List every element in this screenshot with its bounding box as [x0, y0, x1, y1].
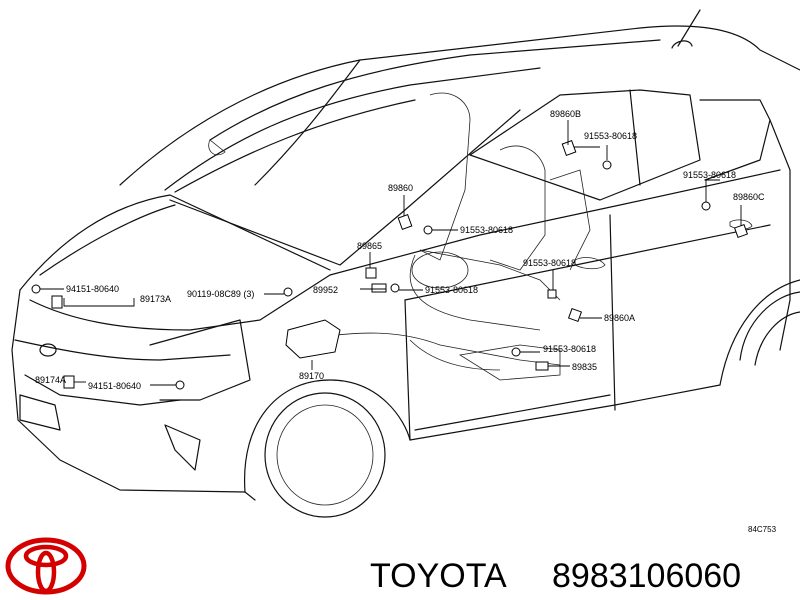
callout-91553-80618: 91553-80618 — [460, 225, 513, 235]
callout-89170: 89170 — [299, 371, 324, 381]
callout-91553-80618: 91553-80618 — [543, 344, 596, 354]
sensor-parts — [31, 140, 749, 390]
airbag-module-89170 — [285, 319, 341, 359]
callout-91553-80618: 91553-80618 — [584, 131, 637, 141]
sensor-89865 — [365, 267, 377, 279]
car-outline — [11, 9, 800, 518]
callout-90119-08C89: 90119-08C89 (3) — [187, 289, 254, 299]
nut-94151-b — [175, 380, 185, 390]
callout-labels: 89860B 91553-80618 91553-80618 89860C 89… — [35, 109, 777, 534]
callout-89860C: 89860C — [733, 192, 765, 202]
callout-94151-80640: 94151-80640 — [66, 284, 119, 294]
part-number: 8983106060 — [552, 557, 741, 595]
sensor-89835 — [535, 361, 549, 371]
sensor-89860B — [561, 140, 577, 156]
callout-89860B: 89860B — [550, 109, 581, 119]
callout-89173A: 89173A — [140, 294, 171, 304]
callout-89860A: 89860A — [604, 313, 635, 323]
nut-94151-a — [31, 284, 41, 294]
module-89952 — [371, 283, 387, 293]
leader-lines — [40, 120, 742, 386]
callout-91553-80618: 91553-80618 — [683, 170, 736, 180]
callout-94151-80640: 94151-80640 — [88, 381, 141, 391]
bolt-90119 — [283, 287, 293, 297]
sensor-89173A — [51, 295, 63, 309]
callout-91553-80618: 91553-80618 — [523, 258, 576, 268]
figure-code: 84C753 — [748, 525, 777, 534]
bolt-91553-a — [602, 160, 612, 170]
sensor-89860 — [397, 214, 413, 230]
bolt-91553-e — [547, 289, 557, 299]
sensor-89860C — [733, 223, 749, 239]
bolt-91553-d — [390, 283, 400, 293]
callout-89952: 89952 — [313, 285, 338, 295]
toyota-logo-icon — [5, 537, 87, 595]
callout-89860: 89860 — [388, 183, 413, 193]
bolt-91553-b — [701, 201, 711, 211]
callout-89174A: 89174A — [35, 375, 66, 385]
callout-89835: 89835 — [572, 362, 597, 372]
bolt-91553-c — [423, 225, 433, 235]
callout-91553-80618: 91553-80618 — [425, 285, 478, 295]
bolt-91553-f — [511, 347, 521, 357]
sensor-89860A — [567, 307, 583, 323]
brand-name: TOYOTA — [370, 557, 507, 595]
callout-89865: 89865 — [357, 241, 382, 251]
